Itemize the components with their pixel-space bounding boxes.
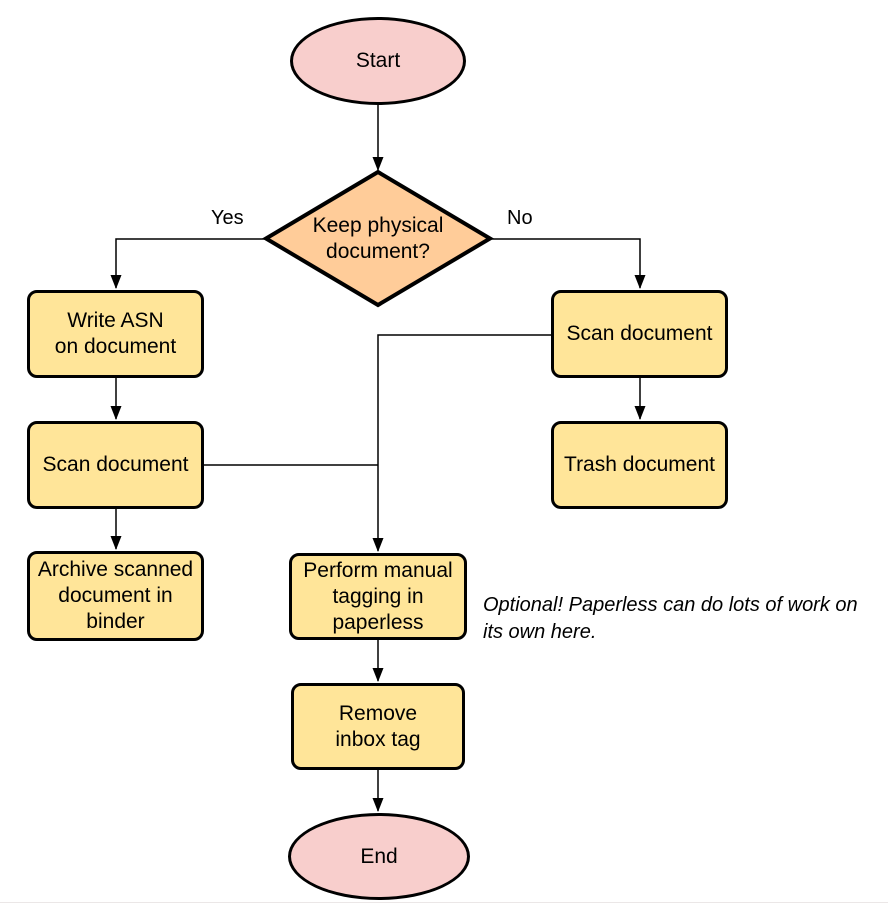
scan-document-left-node-label: Scan document: [42, 453, 189, 476]
decision-node-label: Keep physical document?: [312, 213, 444, 263]
edge-label-no: No: [507, 207, 533, 229]
edge-decision-no-to-scan-right: [490, 238, 646, 289]
page-bottom-edge: [0, 902, 888, 903]
edge-decision-yes-to-write-asn: [110, 238, 265, 289]
write-asn-node-label: Write ASN on document: [54, 309, 177, 358]
archive-document-node: Archive scanned document in binder: [27, 551, 204, 641]
edge-scan-right-to-perform-tagging: [372, 334, 551, 552]
start-node-label: Start: [355, 49, 401, 72]
write-asn-node: Write ASN on document: [27, 290, 204, 378]
annotation-text: Optional! Paperless can do lots of work …: [483, 594, 858, 643]
remove-inbox-tag-node-label: Remove inbox tag: [335, 701, 421, 751]
perform-tagging-node-label: Perform manual tagging in paperless: [303, 558, 453, 634]
remove-inbox-tag-node: Remove inbox tag: [291, 683, 465, 770]
trash-document-node-label: Trash document: [564, 453, 715, 476]
edge-label-yes: Yes: [211, 207, 244, 229]
end-node: End: [288, 813, 470, 900]
decision-diamond: [262, 169, 494, 308]
perform-tagging-node: Perform manual tagging in paperless: [289, 553, 467, 640]
trash-document-node: Trash document: [551, 421, 728, 509]
scan-document-left-node: Scan document: [27, 421, 204, 509]
archive-document-node-label: Archive scanned document in binder: [37, 558, 194, 633]
scan-document-right-node: Scan document: [551, 290, 728, 378]
end-node-label: End: [360, 844, 398, 868]
scan-document-right-node-label: Scan document: [566, 322, 713, 345]
start-node: Start: [290, 17, 466, 105]
